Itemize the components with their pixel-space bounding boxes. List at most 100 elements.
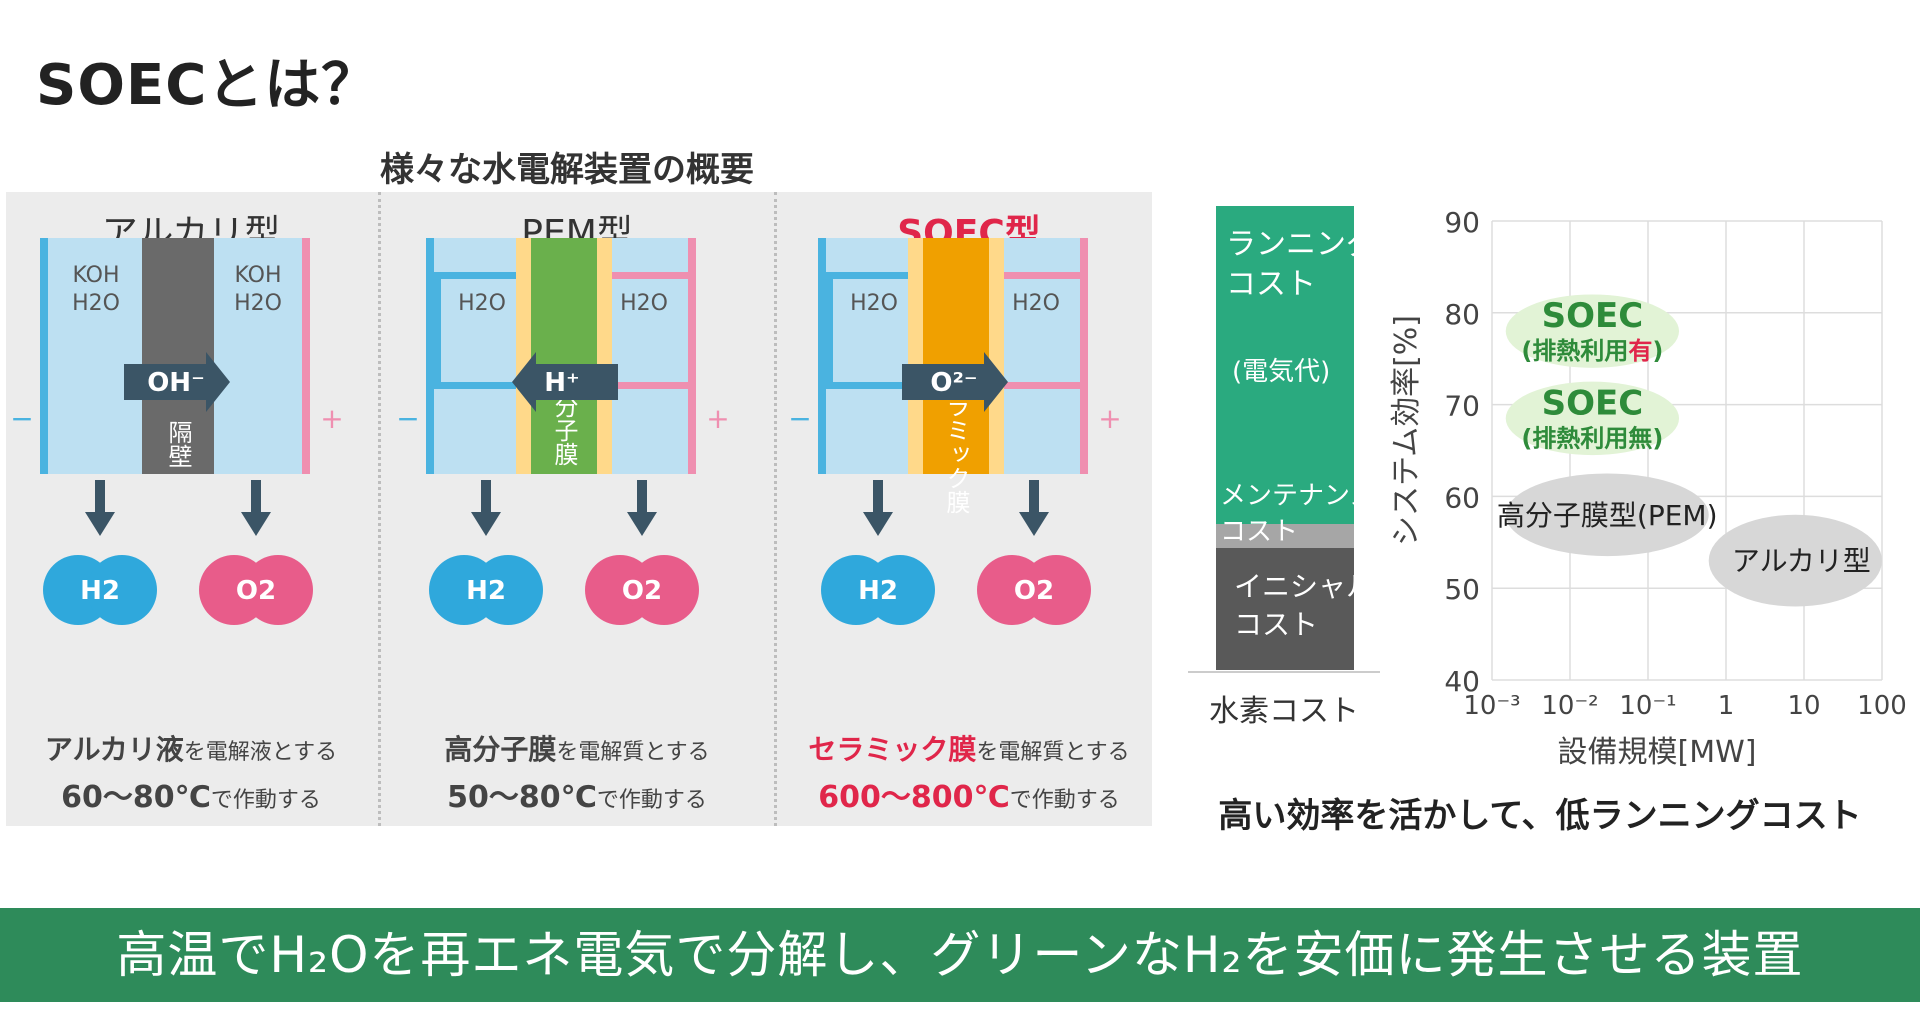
gas-molecule-label: O2 — [1014, 576, 1054, 606]
gas-molecule-atom — [243, 555, 313, 625]
panel-description-temperature: 600〜800℃で作動する — [818, 780, 1120, 815]
y-tick-label: 60 — [1444, 481, 1480, 514]
panel-divider — [774, 192, 777, 826]
hydrogen-cost-bar: ランニングコスト(電気代)メンテナンスコストイニシャルコスト水素コスト — [1180, 200, 1400, 750]
gas-molecule-label: O2 — [622, 576, 662, 606]
output-arrow-head — [863, 512, 893, 536]
left-electrolyte-label: H2O — [458, 291, 506, 316]
x-axis-label: 設備規模[MW] — [1558, 735, 1757, 770]
left-electrolyte-label: KOH — [72, 263, 119, 288]
left-electrolyte-label: H2O — [850, 291, 898, 316]
y-tick-label: 80 — [1444, 298, 1480, 331]
anode-channel — [988, 272, 1080, 279]
x-tick-label: 10⁻² — [1541, 691, 1598, 721]
cost-label-running: コスト — [1226, 267, 1316, 302]
minus-sign: − — [10, 402, 33, 435]
region-sublabel: (排熱利用無) — [1521, 424, 1663, 452]
minus-sign: − — [788, 402, 811, 435]
ion-arrow — [902, 352, 1008, 412]
banner-text: 高温でH₂Oを再エネ電気で分解し、グリーンなH₂を安価に発生させる装置 — [116, 926, 1804, 984]
cathode-channel — [826, 272, 833, 389]
y-axis-label: システム効率[%] — [1389, 315, 1424, 546]
cost-label-running-sub: (電気代) — [1232, 357, 1330, 387]
left-electrolyte-label: H2O — [72, 291, 120, 316]
plus-sign: + — [320, 402, 343, 435]
x-tick-label: 10 — [1787, 691, 1820, 721]
cost-segment-running — [1216, 206, 1354, 524]
panel-description-temperature: 60〜80℃で作動する — [61, 780, 321, 815]
cathode-channel — [434, 272, 534, 279]
panel-description-material: アルカリ液を電解液とする — [44, 733, 338, 766]
anode-plate — [1080, 238, 1088, 474]
gas-molecule-label: O2 — [236, 576, 276, 606]
ion-arrow — [512, 352, 618, 412]
diagram-heading: 様々な水電解装置の概要 — [380, 150, 754, 190]
gas-molecule-atom — [865, 555, 935, 625]
page-title: SOECとは？ — [36, 53, 379, 118]
cathode-channel — [434, 272, 441, 389]
anode-channel — [596, 272, 688, 279]
output-arrow-shaft — [251, 480, 261, 514]
y-tick-label: 90 — [1444, 206, 1480, 239]
right-electrolyte-label: KOH — [234, 263, 281, 288]
output-arrow-shaft — [481, 480, 491, 514]
panel-description-temperature: 50〜80℃で作動する — [447, 780, 707, 815]
right-electrolyte-label: H2O — [234, 291, 282, 316]
cathode-plate — [426, 238, 434, 474]
y-tick-label: 70 — [1444, 390, 1480, 423]
output-arrow-head — [471, 512, 501, 536]
cathode-plate — [40, 238, 48, 474]
output-arrow-shaft — [637, 480, 647, 514]
x-tick-label: 10⁻³ — [1463, 691, 1520, 721]
region-label: 高分子膜型(PEM) — [1497, 499, 1718, 532]
ion-label: OH⁻ — [147, 368, 205, 398]
region-sublabel: (排熱利用有) — [1521, 337, 1663, 365]
membrane-label: 隔壁 — [164, 420, 192, 468]
gas-molecule-atom — [629, 555, 699, 625]
cost-segment-initial — [1216, 548, 1354, 670]
x-tick-label: 100 — [1857, 691, 1907, 721]
region-label: SOEC — [1542, 383, 1644, 423]
cost-label-maintenance: コスト — [1220, 517, 1298, 547]
x-tick-label: 1 — [1718, 691, 1735, 721]
panel-description-material: セラミック膜を電解質とする — [808, 733, 1130, 766]
chart-region — [1505, 294, 1680, 368]
bottom-banner: 高温でH₂Oを再エネ電気で分解し、グリーンなH₂を安価に発生させる装置 — [0, 908, 1920, 1002]
membrane — [531, 238, 597, 474]
gas-molecule-atom — [473, 555, 543, 625]
chart-region — [1708, 514, 1882, 607]
cathode-channel — [826, 272, 926, 279]
cost-label-initial: イニシャル — [1234, 570, 1374, 603]
gas-molecule-label: H2 — [80, 576, 120, 606]
anode-plate — [302, 238, 310, 474]
cost-label-initial: コスト — [1234, 608, 1318, 641]
output-arrow-head — [241, 512, 271, 536]
gas-molecule-atom — [87, 555, 157, 625]
y-tick-label: 50 — [1444, 573, 1480, 606]
output-arrow-head — [85, 512, 115, 536]
cathode-channel — [434, 382, 534, 389]
output-arrow-head — [627, 512, 657, 536]
x-tick-label: 10⁻¹ — [1619, 691, 1676, 721]
minus-sign: − — [396, 402, 419, 435]
electrolyzer-diagram: 隔壁 KOH H2O KOH H2O OH⁻ − + H2 O2 — [10, 238, 344, 625]
ion-label: O²⁻ — [930, 368, 977, 398]
tagline: 高い効率を活かして、低ランニングコスト — [1218, 796, 1862, 836]
cost-axis-label: 水素コスト — [1209, 694, 1359, 729]
chart-region — [1505, 381, 1680, 456]
cost-segment-maintenance — [1216, 524, 1354, 548]
region-label: SOEC — [1542, 296, 1644, 336]
panel-divider — [378, 192, 381, 826]
anode-plate — [688, 238, 696, 474]
membrane — [142, 238, 214, 474]
panel-description-material: 高分子膜を電解質とする — [444, 733, 710, 766]
output-arrow-shaft — [1029, 480, 1039, 514]
cost-label-running: ランニング — [1226, 227, 1376, 262]
cathode-channel — [826, 382, 926, 389]
